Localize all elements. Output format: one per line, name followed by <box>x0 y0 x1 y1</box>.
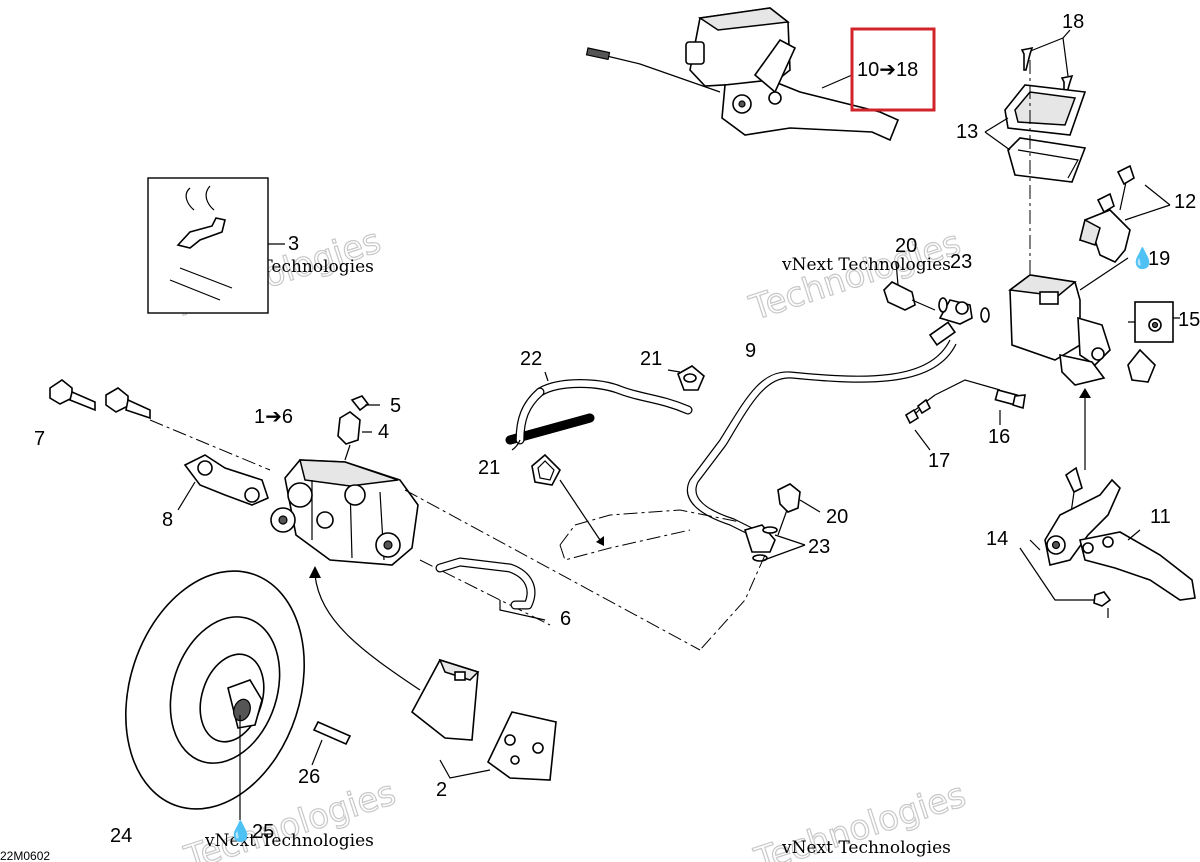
callout-20-top: 20 <box>895 235 917 257</box>
callout-21-bottom: 21 <box>478 457 500 479</box>
watermark-tech-text: Technologies <box>744 223 965 329</box>
callout-18: 18 <box>1062 11 1084 33</box>
highlight-box <box>850 27 936 112</box>
master-cylinder-assembly-top <box>585 7 900 142</box>
callout-21-top: 21 <box>640 348 662 370</box>
banjo-bolt-bottom <box>699 483 821 651</box>
watermark-text: vNext Technologies <box>204 831 374 851</box>
brake-light-switch <box>904 379 1026 451</box>
watermark-text: vNext Technologies <box>781 838 951 858</box>
callout-22: 22 <box>520 348 542 370</box>
oil-drop-icon-disc: 💧 <box>228 819 253 843</box>
callout-15: 15 <box>1178 309 1200 331</box>
callout-1-6: 1➔6 <box>254 406 293 428</box>
right-master-cylinder-exploded <box>984 29 1180 470</box>
pin-kit-box <box>147 177 285 314</box>
callout-17: 17 <box>928 450 950 472</box>
callout-10-18: 10➔18 <box>857 59 918 81</box>
callout-16: 16 <box>988 426 1010 448</box>
callout-2: 2 <box>436 779 447 801</box>
watermark-right-bottom: Technologies vNext Technologies <box>749 774 971 862</box>
callout-11: 11 <box>1150 506 1171 528</box>
callout-19: 19 <box>1148 248 1170 270</box>
brake-caliper-assembly <box>49 379 701 691</box>
callout-9: 9 <box>745 340 756 362</box>
callout-4: 4 <box>378 421 389 443</box>
callout-6: 6 <box>560 608 571 630</box>
callout-23-bottom: 23 <box>808 536 830 558</box>
oil-drop-icon: 💧 <box>1130 246 1155 270</box>
brake-lever-assembly <box>1019 466 1196 618</box>
callout-labels: 10➔18 18 13 12 💧 19 15 20 23 3 5 4 1➔6 7… <box>0 11 1200 862</box>
callout-8: 8 <box>162 509 173 531</box>
callout-14: 14 <box>986 528 1008 550</box>
watermark-right-top: Technologies vNext Technologies <box>744 222 966 329</box>
callout-24: 24 <box>110 825 132 847</box>
brake-line <box>686 299 973 541</box>
brake-pads <box>410 658 557 781</box>
brake-disc <box>125 570 352 820</box>
watermark-text: vNext Technologies <box>781 255 951 275</box>
banjo-bolt-top <box>883 261 990 323</box>
diagram-code: 22M0602 <box>0 849 50 862</box>
callout-26: 26 <box>298 766 320 788</box>
callout-23-top: 23 <box>950 251 972 273</box>
callout-13: 13 <box>956 121 978 143</box>
callout-5: 5 <box>390 395 401 417</box>
vent-hose <box>505 365 741 561</box>
callout-7: 7 <box>34 428 45 450</box>
callout-12: 12 <box>1174 191 1196 213</box>
callout-3: 3 <box>288 233 299 255</box>
callout-25: 25 <box>252 821 274 843</box>
callout-20-bottom: 20 <box>826 506 848 528</box>
